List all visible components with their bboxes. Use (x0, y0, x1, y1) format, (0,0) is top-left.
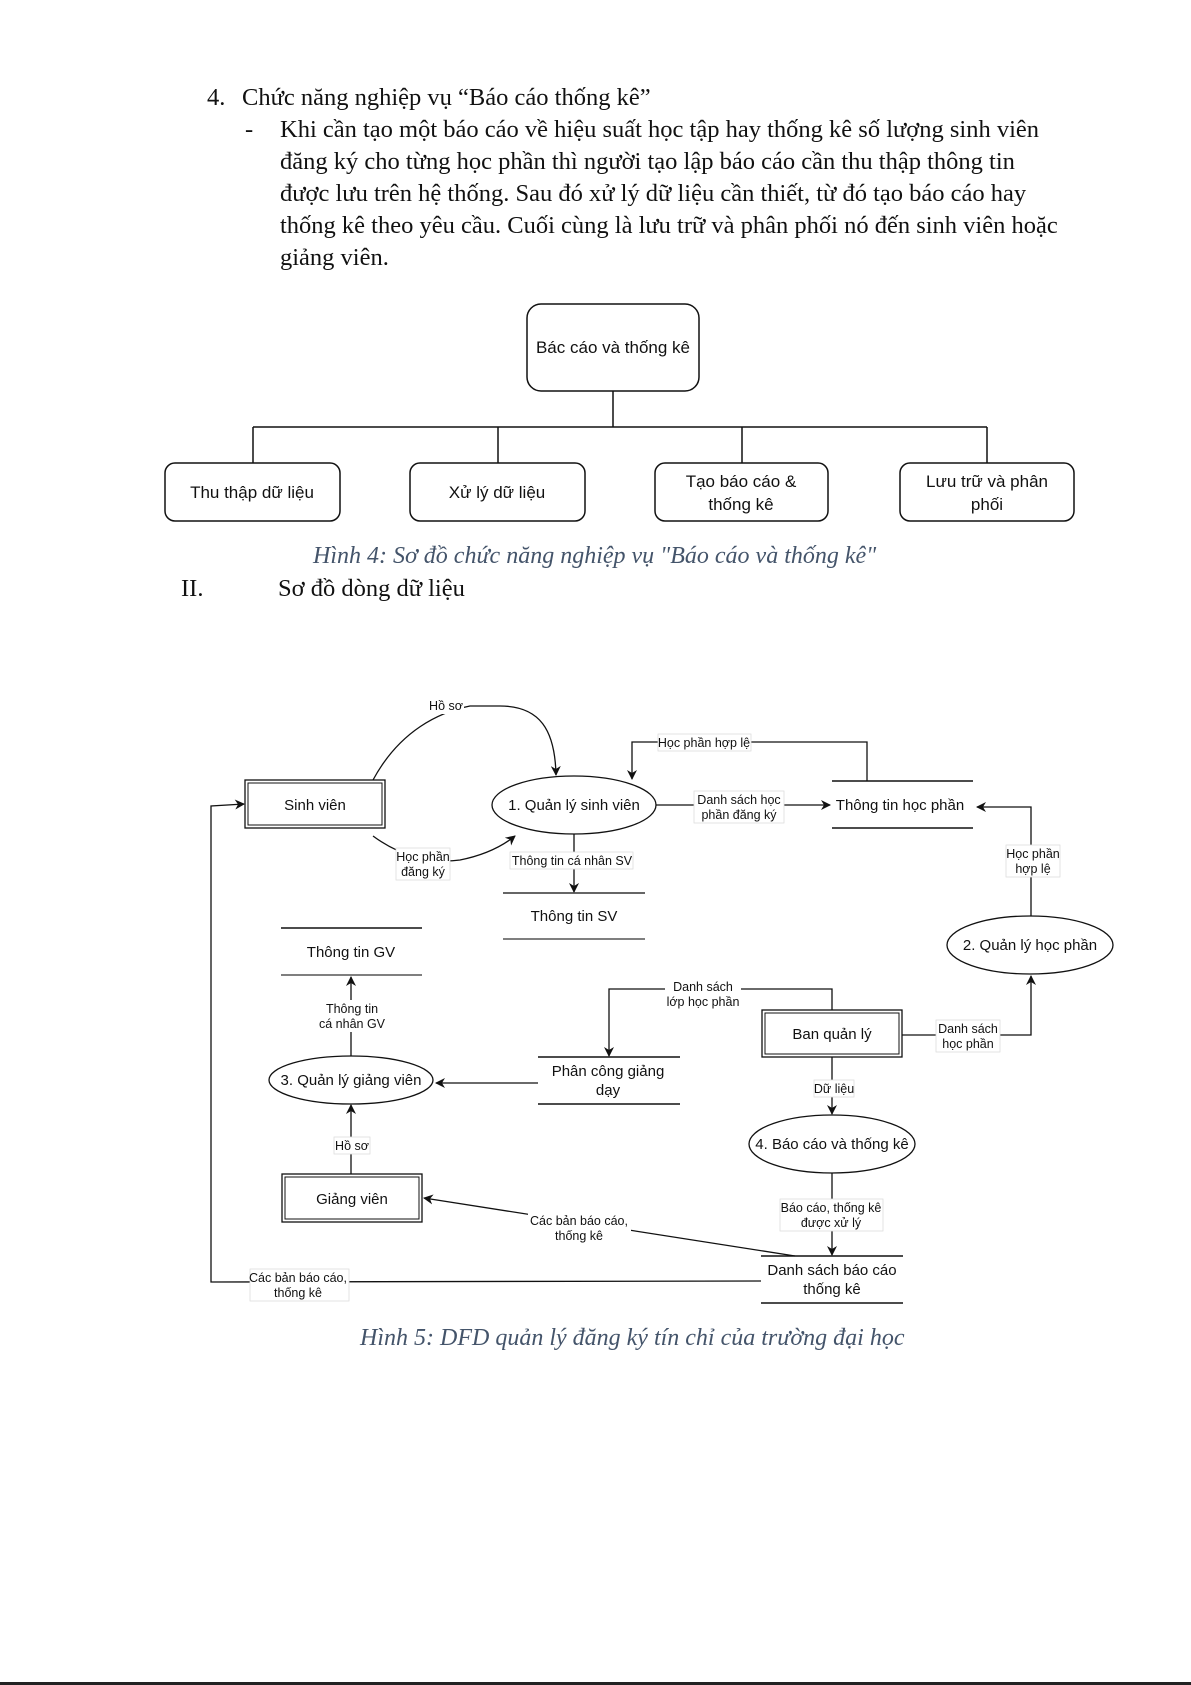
svg-text:được xử lý: được xử lý (801, 1216, 862, 1230)
paragraph-line: Khi cần tạo một báo cáo về hiệu suất học… (280, 116, 1040, 143)
paragraph-line: được lưu trên hệ thống. Sau đó xử lý dữ … (280, 180, 1027, 207)
root-box: Bác cáo và thống kê (526, 303, 700, 392)
svg-text:học phần: học phần (942, 1037, 993, 1051)
child-box: Xử lý dữ liệu (409, 462, 586, 522)
store-label: Thông tin SV (531, 908, 618, 925)
flow-label: Thông tin cá nhân GV (318, 1000, 386, 1032)
child-box: Tạo báo cáo & thống kê (654, 462, 829, 522)
process-label: 3. Quản lý giảng viên (281, 1072, 422, 1089)
process-2: 2. Quản lý học phần (946, 915, 1114, 975)
process-label: 2. Quản lý học phần (963, 937, 1097, 954)
flow-label: Danh sách học phần đăng ký (693, 790, 785, 824)
entity-label: Giảng viên (316, 1191, 388, 1208)
svg-text:thống kê: thống kê (274, 1286, 322, 1300)
child-box-label: thống kê (708, 495, 773, 514)
flow-label: Các bản báo cáo, thống kê (249, 1268, 350, 1302)
flow-bao-cao-sv (210, 799, 762, 1283)
svg-text:Thông tin: Thông tin (326, 1002, 378, 1016)
child-box-label: Xử lý dữ liệu (449, 483, 545, 502)
section-number: 4. (207, 84, 226, 111)
store-label: Phân công giảng (552, 1063, 665, 1080)
svg-text:thống kê: thống kê (555, 1229, 603, 1243)
process-label: 4. Báo cáo và thống kê (755, 1136, 908, 1153)
paragraph-line: thống kê theo yêu cầu. Cuối cùng là lưu … (280, 212, 1058, 239)
flow-label: Danh sách học phần (935, 1019, 1001, 1053)
svg-text:Thông tin cá nhân SV: Thông tin cá nhân SV (512, 854, 633, 868)
store-label: Thông tin GV (307, 944, 395, 961)
flow-label: Báo cáo, thống kê được xử lý (779, 1198, 884, 1232)
section-ii-number: II. (181, 575, 204, 602)
flow-label: Dữ liệu (813, 1079, 855, 1098)
svg-text:phần đăng ký: phần đăng ký (701, 808, 777, 822)
child-box-label: Lưu trữ và phân (926, 472, 1048, 491)
paragraph-line: giảng viên. (280, 244, 389, 271)
store-thong-tin-hoc-phan: Thông tin học phần (832, 780, 973, 829)
entity-giang-vien: Giảng viên (281, 1173, 423, 1223)
figure-4-diagram: Bác cáo và thống kê Thu thập dữ liệu Xử … (164, 303, 1075, 522)
flow-hoc-phan-hop-le-right (976, 802, 1032, 916)
store-danh-sach-bao-cao: Danh sách báo cáo thống kê (761, 1255, 903, 1304)
svg-text:Các bản báo cáo,: Các bản báo cáo, (249, 1271, 347, 1285)
svg-text:Hồ sơ: Hồ sơ (335, 1139, 369, 1153)
svg-text:cá nhân GV: cá nhân GV (319, 1017, 386, 1031)
svg-text:Danh sách: Danh sách (673, 980, 733, 994)
svg-text:Danh sách: Danh sách (938, 1022, 998, 1036)
child-box-label: phối (971, 495, 1003, 514)
store-thong-tin-gv: Thông tin GV (281, 927, 422, 976)
flow-label: Học phần hợp lệ (1005, 844, 1061, 878)
paragraph-line: đăng ký cho từng học phần thì người tạo … (280, 148, 1015, 175)
bullet-dash: - (245, 116, 254, 143)
entity-label: Sinh viên (284, 797, 346, 814)
store-phan-cong-giang-day: Phân công giảng dạy (538, 1056, 680, 1105)
root-box-label: Bác cáo và thống kê (536, 338, 690, 357)
svg-text:Học phần: Học phần (1006, 847, 1060, 861)
store-label: thống kê (803, 1281, 861, 1298)
section-ii-heading: Sơ đồ dòng dữ liệu (278, 575, 465, 602)
flow-label: Học phần hợp lệ (657, 733, 752, 752)
store-thong-tin-sv: Thông tin SV (503, 892, 645, 940)
svg-text:Học phần hợp lệ: Học phần hợp lệ (658, 736, 750, 750)
svg-text:Dữ liệu: Dữ liệu (814, 1082, 854, 1096)
svg-text:lớp học phần: lớp học phần (667, 995, 740, 1009)
flow-label: Danh sách lớp học phần (665, 978, 741, 1010)
svg-text:Các bản báo cáo,: Các bản báo cáo, (530, 1214, 628, 1228)
svg-text:Hồ sơ: Hồ sơ (429, 699, 463, 713)
child-box-label: Thu thập dữ liệu (190, 483, 314, 502)
flow-hoc-phan-dang-ky (372, 835, 516, 862)
process-label: 1. Quản lý sinh viên (508, 797, 640, 814)
store-label: dạy (596, 1082, 621, 1099)
child-box: Lưu trữ và phân phối (899, 462, 1075, 522)
page-bottom-rule (0, 1682, 1191, 1685)
svg-text:Danh sách học: Danh sách học (697, 793, 780, 807)
flow-ho-so-sv (372, 705, 561, 781)
store-label: Thông tin học phần (836, 797, 964, 814)
child-box: Thu thập dữ liệu (164, 462, 341, 522)
flow-label: Hồ sơ (333, 1136, 371, 1155)
svg-text:Học phần: Học phần (396, 850, 450, 864)
child-box-label: Tạo báo cáo & (686, 472, 797, 491)
entity-label: Ban quản lý (792, 1026, 872, 1043)
process-3: 3. Quản lý giảng viên (268, 1055, 434, 1105)
svg-text:hợp lệ: hợp lệ (1015, 862, 1050, 876)
flow-label: Hồ sơ (428, 698, 464, 714)
svg-text:Báo cáo, thống kê: Báo cáo, thống kê (781, 1201, 882, 1215)
process-1: 1. Quản lý sinh viên (491, 775, 657, 835)
process-4: 4. Báo cáo và thống kê (748, 1114, 916, 1174)
store-label: Danh sách báo cáo (767, 1262, 896, 1279)
svg-text:đăng ký: đăng ký (401, 865, 446, 879)
flow-label: Thông tin cá nhân SV (509, 851, 634, 870)
flow-label: Các bản báo cáo, thống kê (528, 1212, 631, 1244)
entity-ban-quan-ly: Ban quản lý (761, 1009, 903, 1058)
figure-5-dfd: Sinh viên Ban quản lý Giảng viên 1. Quản… (210, 698, 1114, 1304)
figure-4-caption: Hình 4: Sơ đồ chức năng nghiệp vụ "Báo c… (313, 543, 877, 569)
entity-sinh-vien: Sinh viên (244, 779, 386, 829)
section-heading: Chức năng nghiệp vụ “Báo cáo thống kê” (242, 84, 651, 111)
flow-label: Học phần đăng ký (395, 847, 451, 881)
figure-5-caption: Hình 5: DFD quản lý đăng ký tín chỉ của … (360, 1325, 905, 1351)
